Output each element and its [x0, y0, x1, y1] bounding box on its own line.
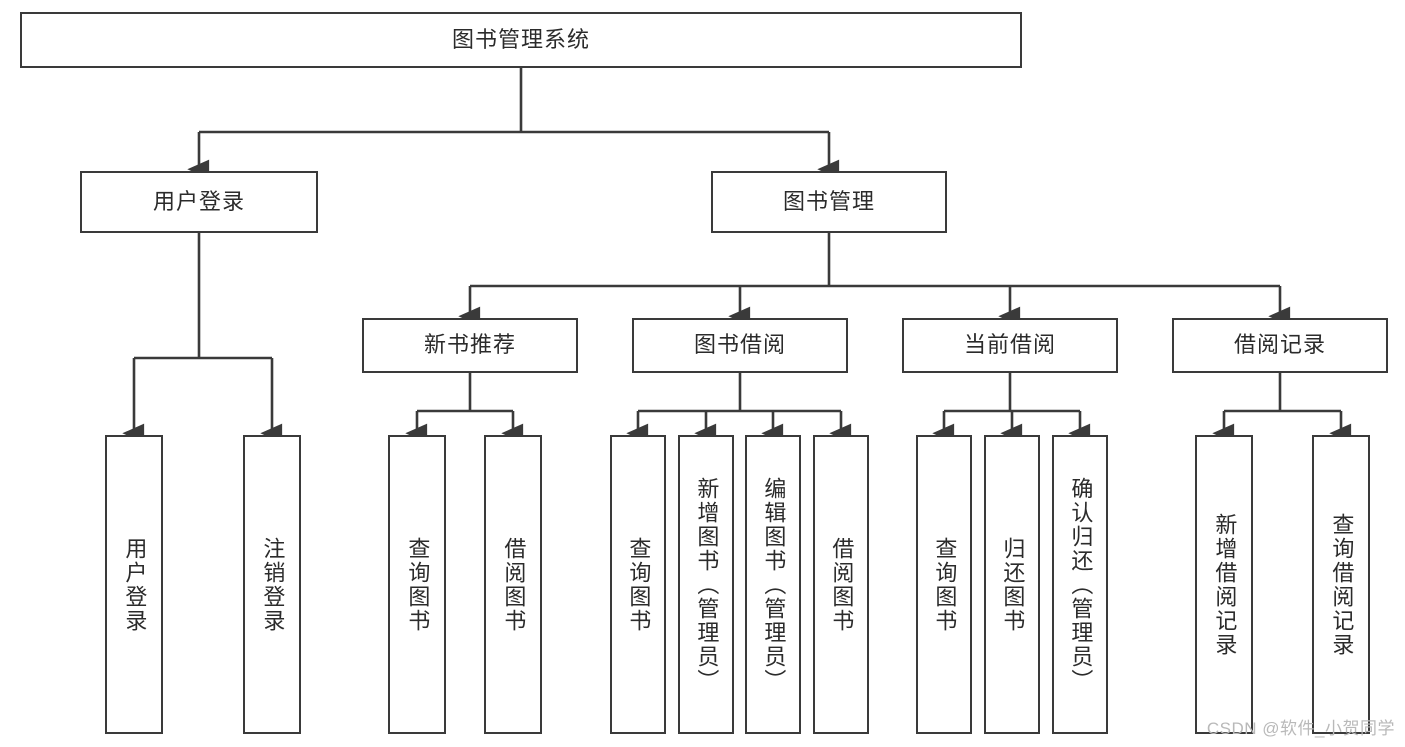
node-leaf-edit-book[interactable]: 编辑图书（管理员）: [745, 435, 801, 734]
node-current-borrow[interactable]: 当前借阅: [902, 318, 1118, 373]
node-label: 编辑图书（管理员）: [761, 476, 787, 693]
node-label: 图书管理系统: [451, 26, 590, 52]
node-label: 用户登录: [122, 536, 148, 633]
node-label: 借阅图书: [501, 536, 527, 633]
node-label: 用户登录: [152, 188, 245, 214]
node-leaf-return-book[interactable]: 归还图书: [984, 435, 1040, 734]
node-label: 当前借阅: [963, 332, 1056, 358]
node-leaf-borrow-book-1[interactable]: 借阅图书: [484, 435, 542, 734]
node-leaf-query-record[interactable]: 查询借阅记录: [1312, 435, 1370, 734]
node-leaf-user-logout[interactable]: 注销登录: [243, 435, 301, 734]
node-label: 注销登录: [260, 536, 286, 633]
node-label: 新书推荐: [423, 332, 516, 358]
node-label: 确认归还（管理员）: [1068, 476, 1094, 693]
node-label: 借阅图书: [829, 536, 855, 633]
node-label: 查询借阅记录: [1329, 512, 1355, 657]
connector-group: [122, 68, 1352, 443]
node-leaf-borrow-book-2[interactable]: 借阅图书: [813, 435, 869, 734]
node-label: 图书管理: [782, 188, 875, 214]
node-leaf-query-book-2[interactable]: 查询图书: [610, 435, 666, 734]
node-label: 图书借阅: [693, 332, 786, 358]
node-label: 查询图书: [626, 536, 652, 633]
watermark: CSDN @软件_小贺同学: [1206, 719, 1395, 738]
node-label: 查询图书: [932, 536, 958, 633]
node-leaf-query-book-3[interactable]: 查询图书: [916, 435, 972, 734]
node-root[interactable]: 图书管理系统: [20, 12, 1022, 68]
node-book-manage[interactable]: 图书管理: [711, 171, 947, 233]
node-label: 借阅记录: [1233, 332, 1326, 358]
node-label: 新增图书（管理员）: [694, 476, 720, 693]
node-leaf-add-record[interactable]: 新增借阅记录: [1195, 435, 1253, 734]
node-book-borrow[interactable]: 图书借阅: [632, 318, 848, 373]
node-leaf-query-book-1[interactable]: 查询图书: [388, 435, 446, 734]
node-user-login[interactable]: 用户登录: [80, 171, 318, 233]
node-label: 查询图书: [405, 536, 431, 633]
node-label: 归还图书: [1000, 536, 1026, 633]
node-label: 新增借阅记录: [1212, 512, 1238, 657]
node-borrow-record[interactable]: 借阅记录: [1172, 318, 1388, 373]
node-new-book-rec[interactable]: 新书推荐: [362, 318, 578, 373]
node-leaf-add-book[interactable]: 新增图书（管理员）: [678, 435, 734, 734]
node-leaf-confirm-return[interactable]: 确认归还（管理员）: [1052, 435, 1108, 734]
node-leaf-user-login[interactable]: 用户登录: [105, 435, 163, 734]
